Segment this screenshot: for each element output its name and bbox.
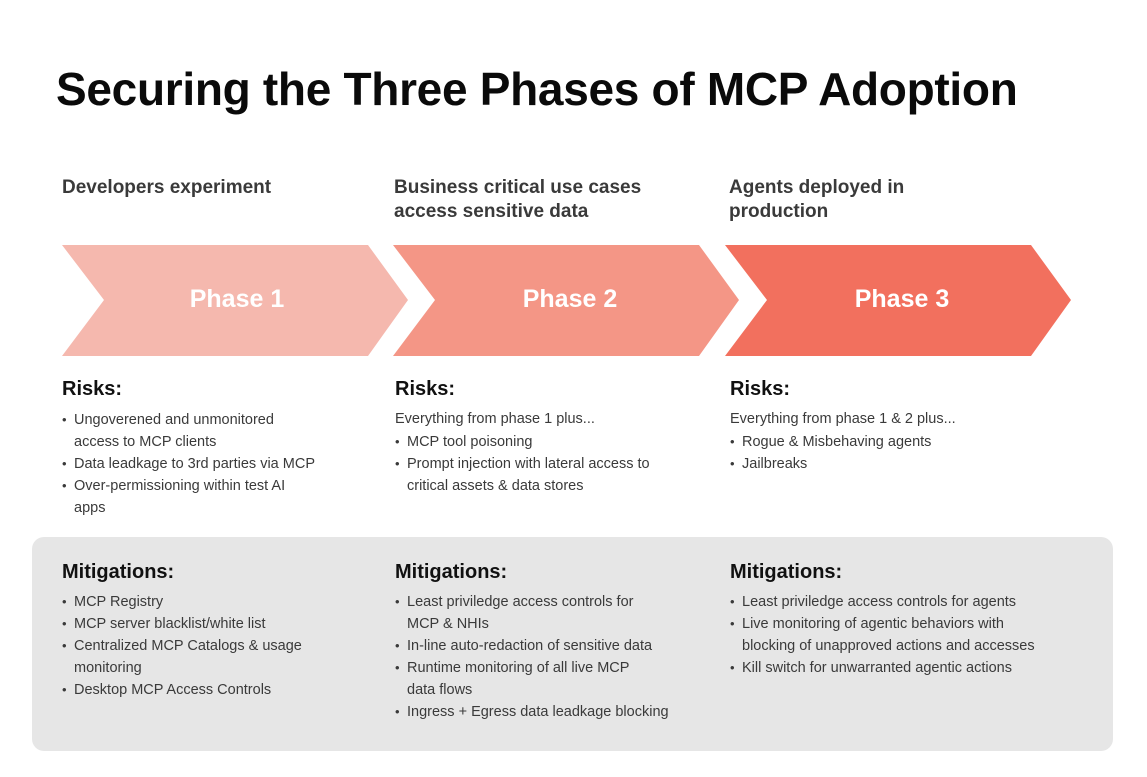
- risk-line: critical assets & data stores: [407, 478, 584, 494]
- phase-1-mitigation-list: MCP Registry MCP server blacklist/white …: [62, 591, 362, 701]
- mitigation-line: Kill switch for unwarranted agentic acti…: [742, 660, 1012, 676]
- phase-1-heading: Developers experiment: [62, 176, 271, 200]
- phase-3-arrow: [725, 245, 1071, 356]
- mitigation-line: Least priviledge access controls for: [407, 594, 634, 610]
- risks-heading: Risks:: [395, 378, 456, 400]
- mitigation-line: Ingress + Egress data leadkage blocking: [407, 704, 669, 720]
- mitigation-line: MCP & NHIs: [407, 616, 489, 632]
- phase-1-label: Phase 1: [189, 285, 285, 313]
- mitigation-item: Least priviledge access controls for age…: [730, 591, 1070, 613]
- risks-intro: Everything from phase 1 plus...: [395, 411, 595, 427]
- phase-3-label: Phase 3: [854, 285, 950, 313]
- phase-1-heading-line: Developers experiment: [62, 177, 272, 198]
- mitigation-line: Runtime monitoring of all live MCP: [407, 660, 630, 676]
- risk-line: Data leadkage to 3rd parties via MCP: [74, 456, 315, 472]
- risk-line: Over-permissioning within test AI: [74, 478, 286, 494]
- risk-line: Prompt injection with lateral access to: [407, 456, 650, 472]
- risk-item: Ungoverened and unmonitored access to MC…: [62, 409, 362, 453]
- risk-item: MCP tool poisoning: [395, 431, 695, 453]
- mitigation-line: Least priviledge access controls for age…: [742, 594, 1017, 610]
- risks-heading: Risks:: [730, 378, 791, 400]
- risks-intro: Everything from phase 1 & 2 plus...: [730, 411, 956, 427]
- risk-item: Rogue & Misbehaving agents: [730, 431, 1050, 453]
- risk-line: access to MCP clients: [74, 434, 217, 450]
- mitigation-item: Live monitoring of agentic behaviors wit…: [730, 613, 1070, 657]
- mitigation-line: MCP server blacklist/white list: [74, 616, 266, 632]
- page-title: Securing the Three Phases of MCP Adoptio…: [56, 63, 1018, 115]
- mitigation-line: Live monitoring of agentic behaviors wit…: [742, 616, 1004, 632]
- mitigation-line: blocking of unapproved actions and acces…: [742, 638, 1035, 654]
- risks-heading: Risks:: [62, 378, 123, 400]
- phase-2-heading: Business critical use cases access sensi…: [394, 176, 641, 224]
- mitigation-item: Centralized MCP Catalogs & usage monitor…: [62, 635, 362, 679]
- mitigation-item: In-line auto-redaction of sensitive data: [395, 635, 705, 657]
- mitigation-item: Ingress + Egress data leadkage blocking: [395, 701, 705, 723]
- phase-2-heading-line: Business critical use cases: [394, 177, 642, 198]
- risk-line: Ungoverened and unmonitored: [74, 412, 274, 428]
- risk-line: apps: [74, 500, 106, 516]
- phase-3-heading-line: Agents deployed in: [729, 177, 905, 198]
- risk-item: Prompt injection with lateral access to …: [395, 453, 695, 497]
- mitigation-line: MCP Registry: [74, 594, 164, 610]
- phase-1-arrow: [62, 245, 408, 356]
- risk-line: Jailbreaks: [742, 456, 808, 472]
- risk-item: Jailbreaks: [730, 453, 1050, 475]
- phase-3-heading-line: production: [729, 201, 829, 222]
- mitigation-item: Kill switch for unwarranted agentic acti…: [730, 657, 1070, 679]
- phase-2-label: Phase 2: [522, 285, 618, 313]
- mitigation-item: Desktop MCP Access Controls: [62, 679, 362, 701]
- risk-item: Over-permissioning within test AI apps: [62, 475, 362, 519]
- mitigation-item: MCP Registry: [62, 591, 362, 613]
- mitigation-line: Centralized MCP Catalogs & usage: [74, 638, 302, 654]
- mitigation-line: data flows: [407, 682, 473, 698]
- risk-line: Rogue & Misbehaving agents: [742, 434, 932, 450]
- phase-3-heading: Agents deployed in production: [729, 176, 904, 224]
- phase-2-heading-line: access sensitive data: [394, 201, 589, 222]
- mitigation-line: In-line auto-redaction of sensitive data: [407, 638, 653, 654]
- risk-item: Data leadkage to 3rd parties via MCP: [62, 453, 362, 475]
- mitigations-heading: Mitigations:: [395, 561, 508, 583]
- phase-3-mitigation-list: Least priviledge access controls for age…: [730, 591, 1070, 679]
- phase-2-mitigation-list: Least priviledge access controls for MCP…: [395, 591, 705, 723]
- risk-line: MCP tool poisoning: [407, 434, 533, 450]
- mitigation-item: MCP server blacklist/white list: [62, 613, 362, 635]
- phase-2-arrow: [393, 245, 739, 356]
- mitigations-heading: Mitigations:: [62, 561, 175, 583]
- mitigation-item: Least priviledge access controls for MCP…: [395, 591, 705, 635]
- phase-2-risk-list: MCP tool poisoning Prompt injection with…: [395, 431, 695, 497]
- mitigation-item: Runtime monitoring of all live MCP data …: [395, 657, 705, 701]
- mitigation-line: monitoring: [74, 660, 142, 676]
- phase-1-risk-list: Ungoverened and unmonitored access to MC…: [62, 409, 362, 519]
- phase-3-risk-list: Rogue & Misbehaving agents Jailbreaks: [730, 431, 1050, 475]
- mitigations-heading: Mitigations:: [730, 561, 843, 583]
- mitigation-line: Desktop MCP Access Controls: [74, 682, 272, 698]
